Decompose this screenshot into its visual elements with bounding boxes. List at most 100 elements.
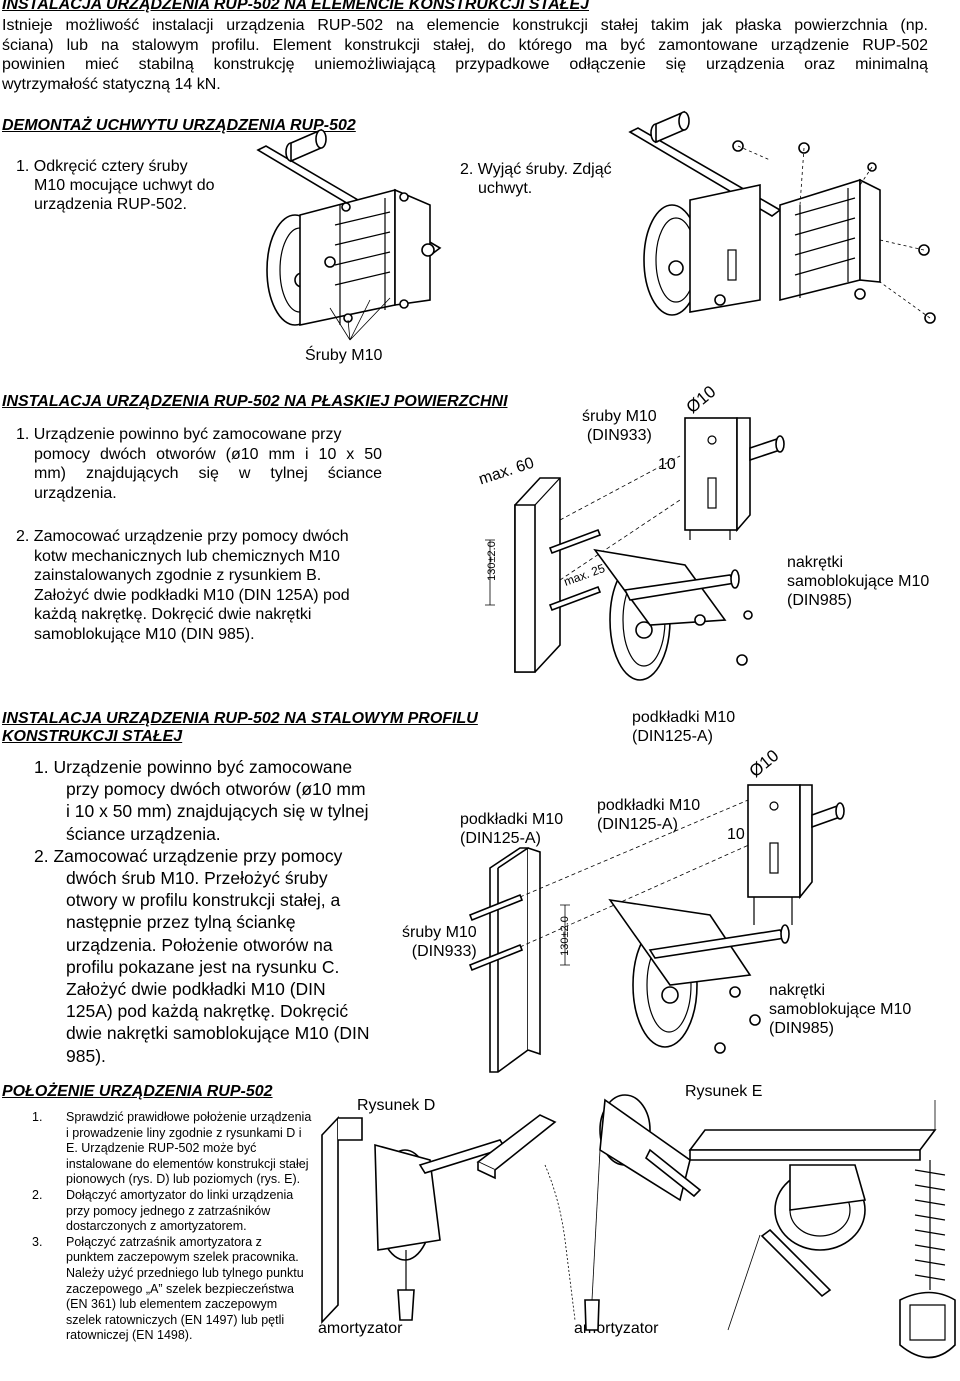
figure-d-label: Rysunek D [357, 1097, 436, 1114]
flat-screws-label: śruby M10 (DIN933) [582, 407, 657, 445]
flat-step1-line2: pomocy dwóch otworów (ø10 mm i 10 x 50 [34, 445, 382, 463]
position-item-3-line1: Połączyć zatrzaśnik amortyzatora z [66, 1234, 262, 1249]
demount-step1: 1. Odkręcić cztery śruby M10 mocujące uc… [16, 157, 215, 214]
profile-line14: 985). [66, 1045, 106, 1066]
demount-step1-line1: 1. Odkręcić cztery śruby [16, 158, 188, 175]
profile-dim-10: 10 [727, 826, 745, 843]
section1-line3: powinien mieć stabilną konstrukcję uniem… [2, 56, 928, 73]
position-item-1-line2: i prowadzenie liny zgodnie z rysunkami D… [66, 1125, 302, 1140]
flat-screws-line1: śruby M10 [582, 408, 657, 425]
absorber-d-label: amortyzator [318, 1320, 403, 1337]
section2-title: DEMONTAŻ UCHWYTU URZĄDZENIA RUP-502 [2, 117, 356, 134]
position-item-2-num: 2. [32, 1187, 43, 1202]
section1-line2: ściana) lub na stalowym profilu. Element… [2, 36, 928, 54]
profile-nuts-label: nakrętki samoblokujące M10 (DIN985) [769, 981, 911, 1038]
profile-line7: otwory w profilu konstrukcji stałej, a [66, 890, 341, 911]
section1-line4: wytrzymałość statyczną 14 kN. [2, 75, 221, 93]
section4-title: INSTALACJA URZĄDZENIA RUP-502 NA STALOWY… [2, 710, 478, 746]
profile-line4: ściance urządzenia. [66, 823, 221, 844]
profile-line12: 125A) pod każdą nakrętkę. Dokręcić [66, 1001, 349, 1022]
flat-step1-line4: urządzenia. [34, 484, 117, 502]
demount-drawing-2 [628, 110, 936, 324]
position-item-3: 3. Połączyć zatrzaśnik amortyzatora z pu… [32, 1235, 312, 1344]
profile-nuts-line1: nakrętki [769, 982, 826, 999]
section4-title-line1: INSTALACJA URZĄDZENIA RUP-502 NA STALOWY… [2, 710, 478, 727]
profile-line3: i 10 x 50 mm) znajdujących się w tylnej [66, 801, 369, 822]
flat-step1-line1: 1. Urządzenie powinno być zamocowane prz… [16, 426, 342, 443]
flat-step2-line6: samoblokujące M10 (DIN 985). [34, 625, 255, 643]
position-item-3-line3: Należy użyć przedniego lub tylnego punkt… [66, 1265, 304, 1280]
position-item-3-line2: punktem zaczepowym szelek pracownika. [66, 1250, 299, 1265]
washers-mid-line2: (DIN125-A) [597, 816, 678, 833]
flat-screws-line2: (DIN933) [586, 427, 652, 444]
washers-top-line2: (DIN125-A) [632, 728, 713, 745]
dim-max25: max. 25 [561, 561, 607, 589]
position-item-3-line5: (EN 361) lub elementem zaczepowym [66, 1297, 278, 1312]
position-item-2: 2. Dołączyć amortyzator do linki urządze… [32, 1188, 312, 1235]
demount-step1-line3: urządzenia RUP-502. [34, 196, 187, 213]
profile-line9: urządzenia. Położenie otworów na [66, 934, 333, 955]
dim-130: 130±2.0 [485, 541, 498, 581]
position-item-1-line1: Sprawdzić prawidłowe położenie urządzeni… [66, 1110, 312, 1124]
position-item-3-line7: ratowniczej (EN 1498). [66, 1328, 193, 1343]
profile-screws-line1: śruby M10 [402, 924, 477, 941]
profile-nuts-line3: (DIN985) [769, 1020, 834, 1037]
profile-line6: dwóch śrub M10. Przełożyć śruby [66, 868, 328, 889]
dim-10: 10 [658, 456, 676, 473]
profile-line13: dwie nakrętki samoblokujące M10 (DIN [66, 1023, 370, 1044]
section1-title: INSTALACJA URZĄDZENIA RUP-502 NA ELEMENC… [2, 0, 590, 13]
position-item-1-num: 1. [32, 1110, 43, 1124]
flat-nuts-line2: samoblokujące M10 [787, 573, 930, 590]
dim-phi10: Ø10 [682, 381, 720, 418]
profile-dim-phi10: Ø10 [745, 745, 783, 782]
flat-nuts-line1: nakrętki [787, 554, 844, 571]
position-item-2-line1: Dołączyć amortyzator do linki urządzenia [66, 1187, 294, 1202]
section3-title: INSTALACJA URZĄDZENIA RUP-502 NA PŁASKIE… [2, 393, 508, 410]
demount-step2: 2. Wyjąć śruby. Zdjąć uchwyt. [460, 160, 612, 198]
position-item-2-line2: przy pomocy jednego z zatrzaśników [66, 1203, 271, 1218]
washers-top-line1: podkładki M10 [632, 709, 736, 726]
flat-install-drawing [485, 417, 785, 681]
flat-step2-line3: zainstalowanych zgodnie z rysunkiem B. [34, 567, 322, 584]
flat-step2-line2: kotw mechanicznych lub chemicznych M10 [34, 547, 340, 565]
profile-line10: profilu pokazane jest na rysunku C. [66, 956, 340, 977]
section5-title: POŁOŻENIE URZĄDZENIA RUP-502 [2, 1083, 273, 1100]
demount-step2-line1: 2. Wyjąć śruby. Zdjąć [460, 161, 612, 178]
position-list: 1. Sprawdzić prawidłowe położenie urządz… [32, 1110, 312, 1344]
demount-drawing-1 [256, 128, 442, 341]
profile-washers-left: podkładki M10 (DIN125-A) [460, 810, 563, 848]
flat-step2-line5: każdą nakrętkę. Dokręcić dwie nakrętki [34, 606, 312, 623]
profile-line11: Założyć dwie podkładki M10 (DIN [66, 979, 326, 1000]
profile-washers-mid: podkładki M10 (DIN125-A) [597, 796, 700, 834]
position-item-2-line3: dostarczonych z amortyzatorem. [66, 1219, 247, 1234]
section1-line1: Istnieje możliwość instalacji urządzenia… [2, 17, 928, 34]
position-item-1-line4: instalowane do elementów konstrukcji sta… [66, 1156, 309, 1171]
position-item-1-line5: pionowych (rys. D) lub poziomych (rys. E… [66, 1172, 301, 1187]
section1-body: Istnieje możliwość instalacji urządzenia… [2, 16, 928, 94]
profile-nuts-line2: samoblokujące M10 [769, 1001, 912, 1018]
position-item-3-line4: zaczepowego „A” szelek bezpieczeństwa [66, 1281, 294, 1296]
flat-nuts-label: nakrętki samoblokujące M10 (DIN985) [787, 553, 929, 610]
flat-step1-line3: mm) znajdujących się w tylnej ściance [34, 465, 382, 482]
section4-title-line2: KONSTRUKCJI STAŁEJ [2, 728, 183, 745]
position-item-3-num: 3. [32, 1234, 43, 1249]
washers-left-line1: podkładki M10 [460, 811, 564, 828]
figure-d-drawing [321, 1115, 507, 1325]
demount-step2-line2: uchwyt. [478, 180, 533, 197]
dim-max60: max. 60 [476, 454, 537, 489]
figure-middle-drawing [476, 1094, 702, 1331]
flat-install-step2: 2. Zamocować urządzenie przy pomocy dwóc… [16, 527, 396, 644]
demount-step1-line2: M10 mocujące uchwyt do [34, 177, 215, 194]
flat-step2-line4: Założyć dwie podkładki M10 (DIN 125A) po… [34, 586, 350, 604]
position-item-1: 1. Sprawdzić prawidłowe położenie urządz… [32, 1110, 312, 1188]
flat-nuts-line3: (DIN985) [787, 592, 852, 609]
screws-m10-label: Śruby M10 [305, 347, 383, 364]
position-item-1-line3: E. Urządzenie RUP-502 może być [66, 1141, 257, 1156]
figure-e-label: Rysunek E [685, 1083, 763, 1100]
washers-left-line2: (DIN125-A) [460, 830, 541, 847]
profile-install-drawing [468, 784, 845, 1073]
profile-line8: następnie przez tylną ściankę [66, 912, 296, 933]
profile-install-text: 1. Urządzenie powinno być zamocowane prz… [34, 756, 369, 1067]
profile-line1: 1. Urządzenie powinno być zamocowane [34, 757, 353, 777]
profile-line2: przy pomocy dwóch otworów (ø10 mm [66, 779, 366, 800]
